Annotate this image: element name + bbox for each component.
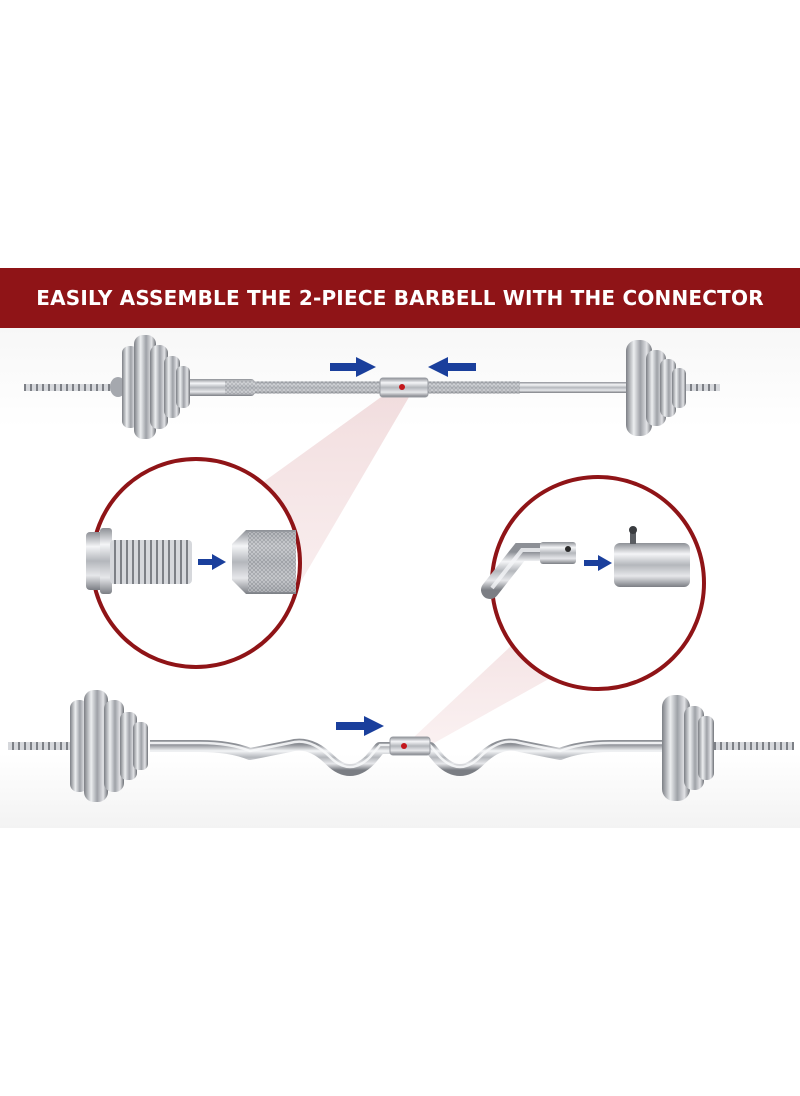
banner-title: EASILY ASSEMBLE THE 2-PIECE BARBELL WITH… [36,286,764,310]
title-banner: EASILY ASSEMBLE THE 2-PIECE BARBELL WITH… [0,268,800,328]
weight-plates-left [110,335,190,439]
right-arrow-icon [336,716,384,736]
connector-dot-bottom [401,743,407,749]
ez-curl-barbell [8,690,794,802]
straight-barbell [24,335,720,439]
ez-plates-right [662,695,714,801]
left-arrow-icon [428,357,476,377]
right-arrow-icon [330,357,376,377]
connector-dot [399,384,405,390]
bottom-connector [389,736,431,756]
detail-circle-left [86,457,302,669]
weight-plates-right [626,340,686,436]
ez-plates-left [70,690,148,802]
detail-circle-right [481,475,706,691]
